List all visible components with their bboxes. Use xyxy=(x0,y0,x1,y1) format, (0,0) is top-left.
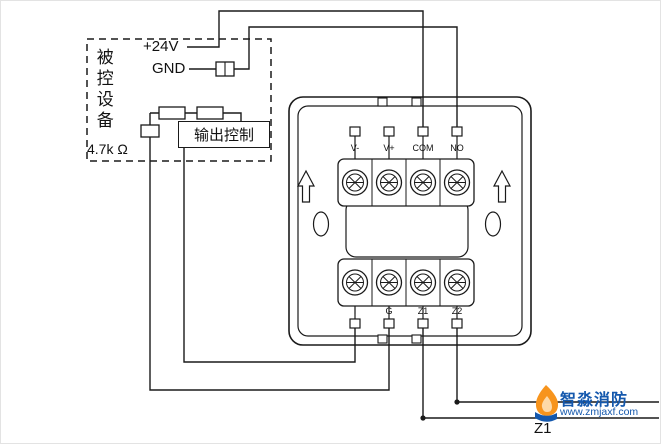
controlled-device-box xyxy=(86,38,272,162)
wire-feedback-lower xyxy=(149,113,390,391)
terminal-screw xyxy=(443,169,471,196)
terminal-label-v-plus: V+ xyxy=(383,143,395,153)
terminal-pad xyxy=(383,126,395,137)
resistor-4k7-symbol xyxy=(140,124,160,138)
terminal-pad xyxy=(349,318,361,329)
watermark-url: www.zmjaxf.com xyxy=(560,406,639,418)
terminal-label-no: NO xyxy=(450,143,464,153)
terminal-screw xyxy=(375,269,403,296)
junction-dot xyxy=(454,399,460,405)
module-backplate xyxy=(288,96,532,346)
orientation-arrow-up-icon xyxy=(297,169,315,203)
terminal-screw xyxy=(341,169,369,196)
terminal-pad xyxy=(383,318,395,329)
component-box xyxy=(196,106,224,120)
watermark-flame-icon xyxy=(535,385,559,422)
output-control-box: 输出控制 xyxy=(178,121,270,148)
terminal-pad xyxy=(451,318,463,329)
device-label: 被控设备 xyxy=(93,48,113,132)
bus-z1-label: Z1 xyxy=(534,420,552,437)
terminal-screw xyxy=(375,169,403,196)
terminal-label-z2: Z2 xyxy=(451,306,463,316)
components xyxy=(140,61,235,138)
terminal-pad xyxy=(451,126,463,137)
component-box xyxy=(158,106,186,120)
terminal-label-v-minus: V- xyxy=(350,143,360,153)
wire-connector-to-no xyxy=(234,26,458,128)
terminal-screw xyxy=(409,169,437,196)
wire-feedback-upper xyxy=(183,148,356,363)
terminal-label-com: COM xyxy=(412,143,434,153)
terminal-screw xyxy=(409,269,437,296)
terminal-screw xyxy=(443,269,471,296)
terminal-label-i: I xyxy=(353,306,357,316)
mounting-oval xyxy=(312,211,330,237)
watermark-brand: 智淼消防 xyxy=(560,392,629,409)
terminal-screw xyxy=(341,269,369,296)
orientation-arrow-up-icon xyxy=(493,169,511,203)
module-inner-edge xyxy=(297,105,523,337)
controlled-device-outline xyxy=(86,38,272,162)
terminal-strip-bottom xyxy=(337,258,475,307)
resistor-label: 4.7k Ω xyxy=(87,141,128,157)
mounting-tab xyxy=(411,97,422,107)
terminal-pads xyxy=(349,126,463,329)
mounting-tab xyxy=(411,334,422,344)
terminal-pad xyxy=(417,318,429,329)
mounting-tab xyxy=(377,334,388,344)
power-24v-label: +24V xyxy=(143,38,179,55)
terminal-pad xyxy=(417,126,429,137)
terminal-pad xyxy=(349,126,361,137)
mounting-tab xyxy=(377,97,388,107)
wire-plus24v-to-com xyxy=(187,10,424,128)
terminal-strip-top xyxy=(337,158,475,207)
output-control-label: 输出控制 xyxy=(193,127,254,144)
terminal-label-g: G xyxy=(385,306,393,316)
terminal-label-z1: Z1 xyxy=(417,306,429,316)
ground-label: GND xyxy=(152,60,186,77)
junction-dot xyxy=(420,415,426,421)
mounting-oval xyxy=(484,211,502,237)
